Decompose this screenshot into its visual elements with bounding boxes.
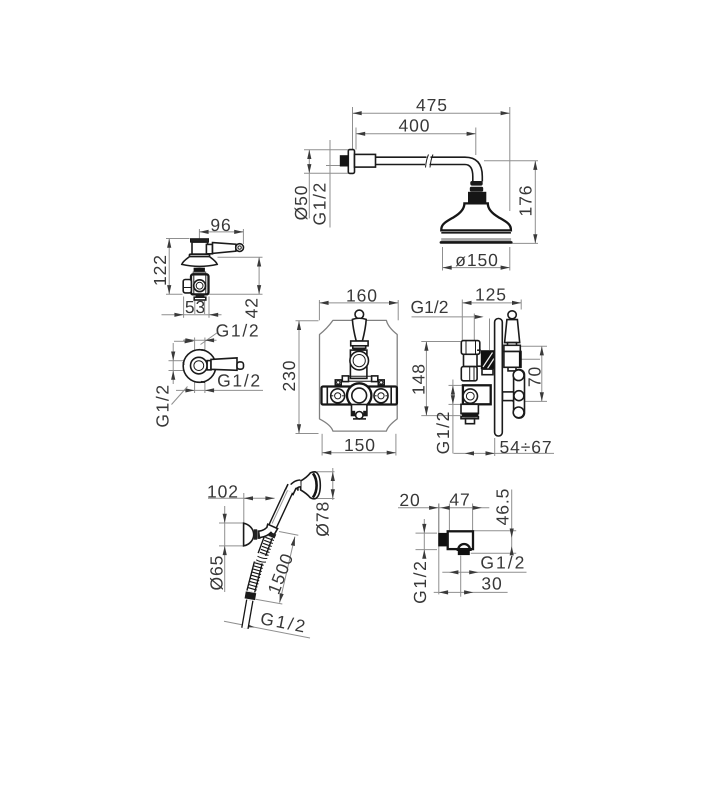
svg-text:70: 70 (525, 366, 545, 387)
svg-text:46.5: 46.5 (493, 488, 513, 526)
svg-text:G1/2: G1/2 (480, 552, 526, 572)
svg-text:160: 160 (346, 285, 378, 305)
svg-text:176: 176 (516, 185, 536, 217)
svg-text:150: 150 (344, 435, 376, 455)
svg-text:Ø50: Ø50 (291, 185, 311, 221)
svg-text:47: 47 (449, 490, 470, 510)
svg-text:G1/2: G1/2 (410, 560, 430, 604)
svg-text:148: 148 (408, 363, 428, 395)
svg-text:20: 20 (399, 490, 420, 510)
svg-text:ø150: ø150 (455, 250, 499, 270)
svg-text:125: 125 (475, 285, 507, 305)
svg-text:400: 400 (399, 116, 431, 136)
svg-text:G1/2: G1/2 (433, 410, 453, 454)
svg-text:30: 30 (481, 573, 502, 593)
svg-text:230: 230 (279, 360, 299, 392)
svg-text:G1/2: G1/2 (216, 321, 261, 341)
svg-text:42: 42 (242, 297, 262, 318)
svg-text:102: 102 (207, 481, 239, 501)
svg-text:122: 122 (150, 254, 170, 286)
svg-text:Ø65: Ø65 (207, 555, 227, 591)
svg-text:G1/2: G1/2 (310, 181, 330, 225)
svg-text:G1/2: G1/2 (153, 383, 173, 427)
svg-text:G1/2: G1/2 (411, 297, 449, 317)
svg-text:475: 475 (416, 95, 448, 115)
svg-text:Ø78: Ø78 (312, 501, 332, 537)
svg-text:G1/2: G1/2 (217, 371, 262, 391)
svg-text:54÷67: 54÷67 (499, 437, 552, 457)
svg-text:96: 96 (210, 215, 231, 235)
